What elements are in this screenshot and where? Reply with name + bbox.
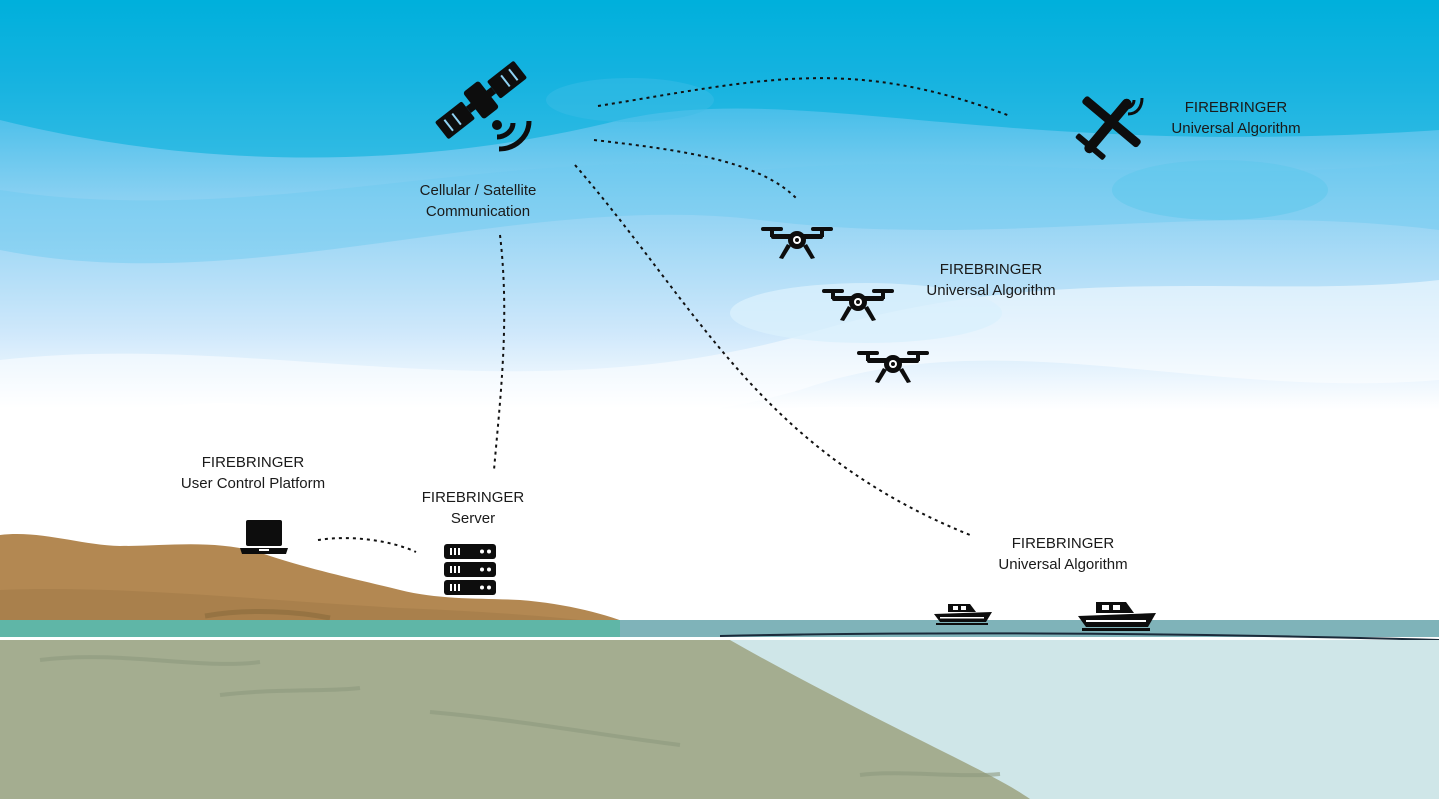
- drones-label-line2: Universal Algorithm: [926, 282, 1056, 299]
- boats-label: FIREBRINGER Universal Algorithm: [998, 533, 1127, 575]
- boats-label-line2: Universal Algorithm: [998, 556, 1128, 573]
- link-satellite-boats: [574, 164, 971, 536]
- link-platform-server: [317, 537, 417, 553]
- quadcopter-drone-icon: [857, 351, 929, 383]
- boat-icon: [1078, 602, 1156, 631]
- server-rack-icon: [444, 544, 496, 595]
- sky-band: [0, 160, 1439, 264]
- foreground-ground: [0, 640, 1030, 799]
- boat-icon: [934, 604, 992, 625]
- quadcopter-drone-icon: [822, 289, 894, 321]
- cloud: [1112, 160, 1328, 220]
- comm-label: Cellular / Satellite Communication: [420, 180, 537, 222]
- plane-label-line1: FIREBRINGER: [1184, 99, 1288, 116]
- sky-band: [0, 0, 1439, 158]
- server-label: FIREBRINGER Server: [422, 487, 525, 529]
- shoreline: [0, 620, 720, 638]
- server-label-line1: FIREBRINGER: [421, 489, 525, 506]
- comm-label-line2: Communication: [425, 203, 531, 220]
- cloud: [730, 283, 1002, 343]
- platform-label-line2: User Control Platform: [180, 475, 326, 492]
- plane-label: FIREBRINGER Universal Algorithm: [1171, 97, 1300, 139]
- cloud: [114, 403, 330, 451]
- plane-label-line2: Universal Algorithm: [1171, 120, 1301, 137]
- quadcopter-drone-icon: [761, 227, 833, 259]
- platform-label: FIREBRINGER User Control Platform: [181, 452, 325, 494]
- sky-band: [0, 406, 1439, 520]
- cloud: [546, 78, 714, 122]
- sky-band: [0, 280, 1439, 425]
- fixed-wing-drone-icon: [1075, 96, 1144, 160]
- laptop-icon: [240, 520, 288, 554]
- drones-label-line1: FIREBRINGER: [939, 261, 1043, 278]
- comm-label-line1: Cellular / Satellite: [419, 182, 537, 199]
- boats-label-line1: FIREBRINGER: [1011, 535, 1115, 552]
- drones-label: FIREBRINGER Universal Algorithm: [926, 259, 1055, 301]
- link-satellite-drones: [593, 139, 799, 201]
- satellite-icon: [435, 61, 532, 152]
- platform-label-line1: FIREBRINGER: [201, 454, 305, 471]
- server-label-line2: Server: [450, 510, 496, 527]
